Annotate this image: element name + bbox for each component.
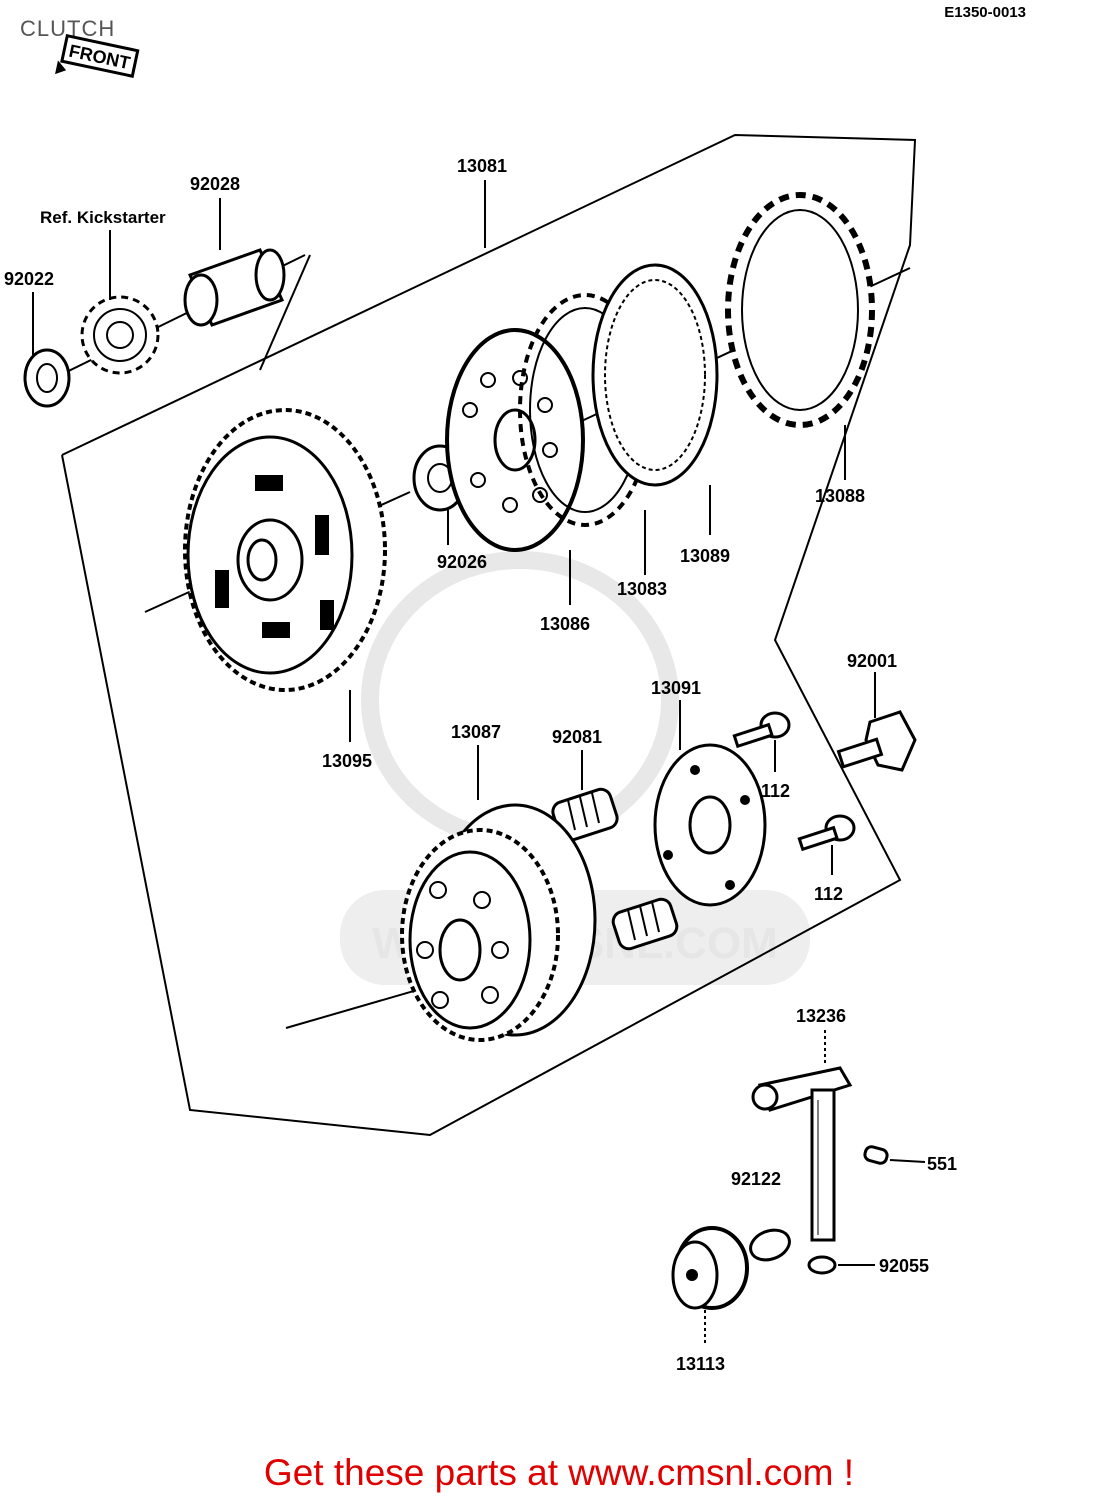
sleeve-92028 — [183, 248, 286, 327]
kickstarter-gear — [80, 295, 160, 375]
footer-link-text[interactable]: Get these parts at www.cmsnl.com ! — [263, 1452, 855, 1493]
front-arrow: FRONT — [55, 33, 140, 78]
pin-92122 — [749, 1228, 791, 1262]
screw-112-lower — [797, 814, 856, 852]
steel-plate-13089 — [591, 263, 719, 487]
leader-lines — [32, 180, 926, 1345]
label-92081: 92081 — [552, 727, 602, 747]
label-13089: 13089 — [680, 546, 730, 566]
label-92001: 92001 — [847, 651, 897, 671]
spring-92081-upper — [551, 787, 619, 843]
label-92028: 92028 — [190, 174, 240, 194]
label-13236: 13236 — [796, 1006, 846, 1026]
label-92055: 92055 — [879, 1256, 929, 1276]
label-92026: 92026 — [437, 552, 487, 572]
label-13088: 13088 — [815, 486, 865, 506]
bolt-92001 — [836, 710, 917, 772]
label-13095: 13095 — [322, 751, 372, 771]
label-112-lower: 112 — [814, 884, 843, 904]
washer-92022 — [23, 348, 71, 408]
screw-112-upper — [732, 711, 791, 749]
label-ref-kickstarter: Ref. Kickstarter — [40, 208, 166, 227]
label-92022: 92022 — [4, 269, 54, 289]
spring-92081-lower — [611, 897, 679, 951]
friction-plate-13088 — [725, 192, 875, 428]
label-13087: 13087 — [451, 722, 501, 742]
label-112-upper: 112 — [761, 781, 790, 801]
housing-gear-13095 — [183, 408, 387, 692]
release-lever-13236 — [751, 1066, 853, 1242]
oring-92055 — [807, 1255, 837, 1275]
plate-13091 — [653, 743, 767, 907]
pin-551 — [863, 1145, 889, 1165]
label-92122: 92122 — [731, 1169, 781, 1189]
diagram-code: E1350-0013 — [944, 4, 1026, 21]
plate-13086 — [445, 328, 585, 552]
label-13086: 13086 — [540, 614, 590, 634]
label-13081: 13081 — [457, 156, 507, 176]
label-13083: 13083 — [617, 579, 667, 599]
cap-13113 — [671, 1226, 749, 1310]
label-551: 551 — [927, 1154, 957, 1174]
label-13091: 13091 — [651, 678, 701, 698]
label-13113: 13113 — [676, 1354, 725, 1374]
hub-13087 — [400, 803, 597, 1042]
